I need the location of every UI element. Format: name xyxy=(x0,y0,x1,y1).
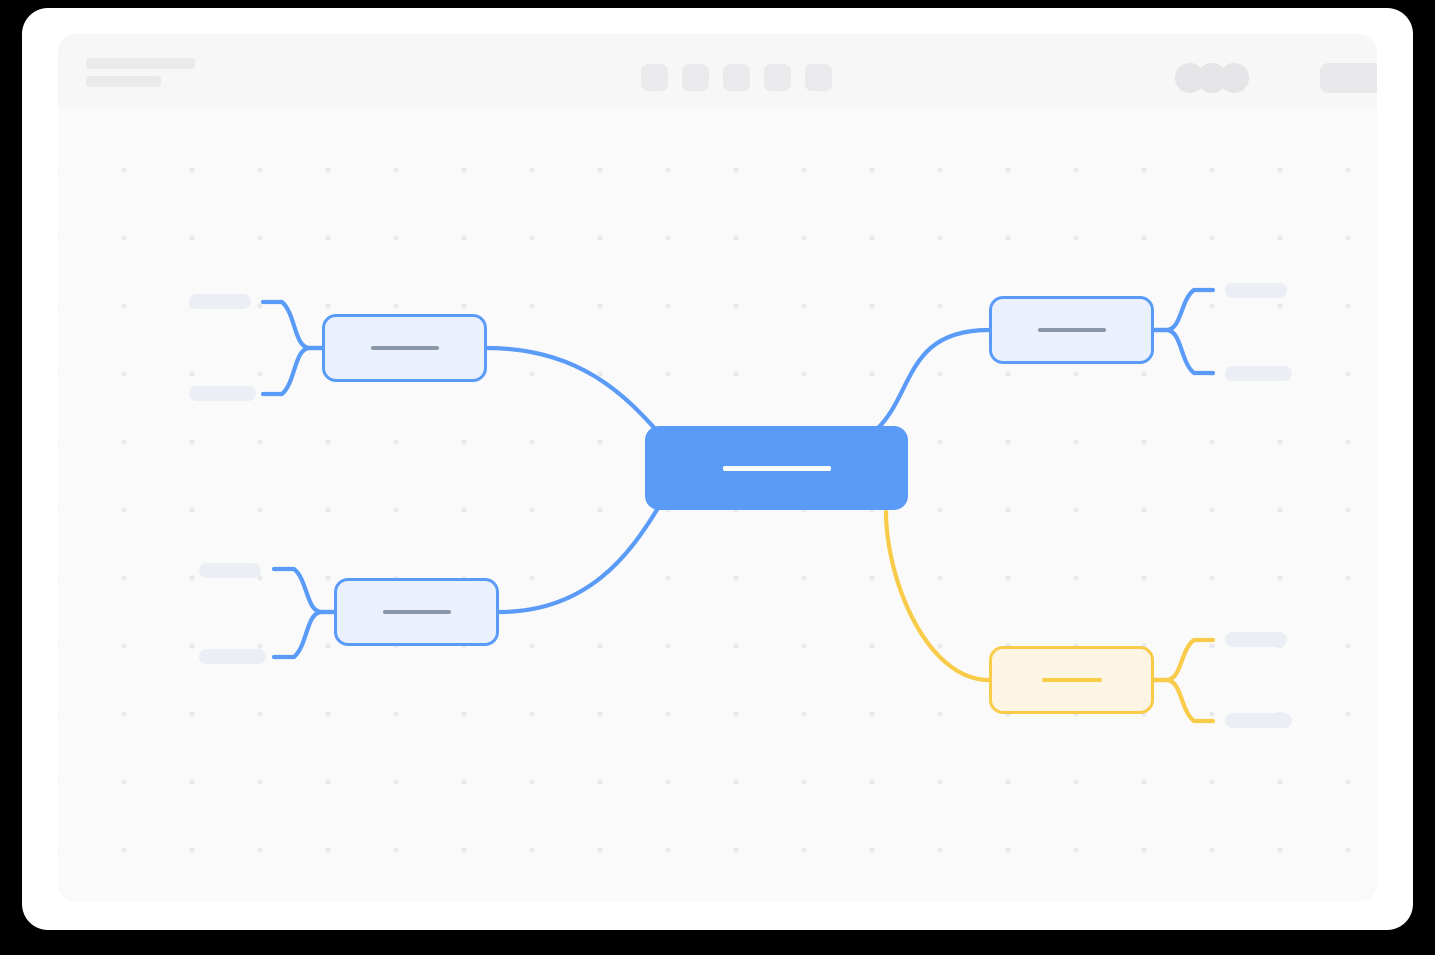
brace-bottom-right-upper xyxy=(1151,637,1216,683)
brace-top-right-lower xyxy=(1151,327,1216,376)
toolbar-button-text[interactable] xyxy=(764,64,791,91)
brace-top-left-lower xyxy=(260,345,325,397)
avatar[interactable] xyxy=(1219,63,1249,93)
branch-node-top-right[interactable] xyxy=(989,296,1154,364)
branch-node-bottom-left[interactable] xyxy=(334,578,499,646)
edge-root-to-top-left xyxy=(484,345,661,435)
toolbar-button-connect[interactable] xyxy=(723,64,750,91)
branch-node-bottom-right-label xyxy=(1041,678,1102,682)
app-window xyxy=(22,8,1413,930)
leaf-pill-top-left-upper[interactable] xyxy=(189,294,251,309)
connector-layer xyxy=(260,287,1216,724)
branch-node-top-left-label xyxy=(370,346,439,350)
edge-root-to-bottom-left xyxy=(496,505,661,615)
brace-top-left-upper xyxy=(260,299,325,351)
branch-node-bottom-left-label xyxy=(382,610,451,614)
brace-top-right-upper xyxy=(1151,287,1216,333)
leaf-pill-top-left-lower[interactable] xyxy=(189,386,256,401)
toolbar-button-node[interactable] xyxy=(682,64,709,91)
canvas-frame xyxy=(58,34,1377,902)
leaf-pill-bottom-left-lower[interactable] xyxy=(199,649,266,664)
app-header xyxy=(58,34,1377,108)
branch-node-top-left[interactable] xyxy=(322,314,487,382)
document-subtitle-placeholder xyxy=(86,76,161,87)
root-node[interactable] xyxy=(645,426,908,510)
leaf-pill-top-right-lower[interactable] xyxy=(1225,366,1292,381)
leaf-pill-bottom-right-lower[interactable] xyxy=(1225,713,1292,728)
leaf-pill-bottom-left-upper[interactable] xyxy=(199,563,261,578)
brace-bottom-left-upper xyxy=(271,566,337,615)
edge-root-to-top-right xyxy=(875,327,992,431)
brace-bottom-right-lower xyxy=(1151,677,1216,724)
mindmap-board[interactable] xyxy=(58,108,1377,902)
share-button[interactable] xyxy=(1320,63,1377,93)
branch-node-bottom-right[interactable] xyxy=(989,646,1154,714)
root-node-label xyxy=(722,465,831,471)
branch-node-top-right-label xyxy=(1037,328,1106,332)
edge-root-to-bottom-right xyxy=(883,509,992,683)
toolbar xyxy=(641,64,832,91)
document-title-placeholder xyxy=(86,58,195,69)
toolbar-button-select[interactable] xyxy=(641,64,668,91)
brace-bottom-left-lower xyxy=(271,609,337,660)
toolbar-button-more[interactable] xyxy=(805,64,832,91)
leaf-pill-top-right-upper[interactable] xyxy=(1225,283,1287,298)
leaf-pill-bottom-right-upper[interactable] xyxy=(1225,632,1287,647)
